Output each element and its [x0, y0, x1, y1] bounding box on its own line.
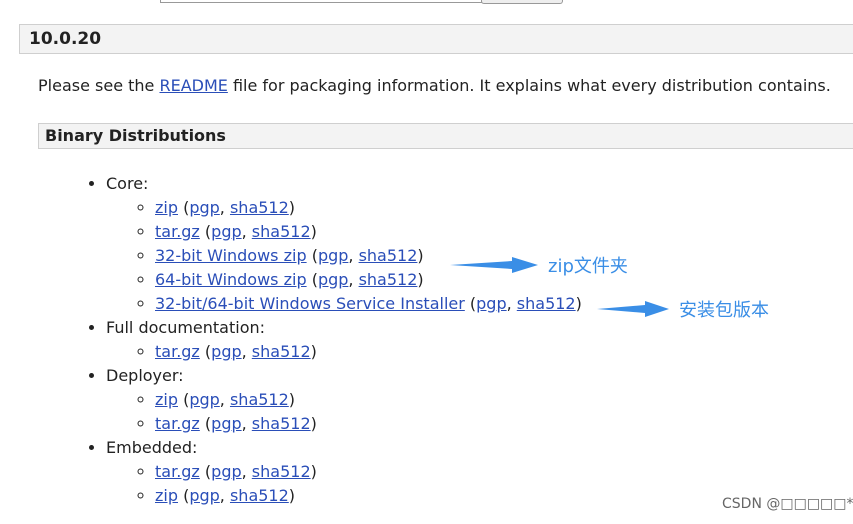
download-link[interactable]: 32-bit Windows zip: [155, 246, 307, 265]
download-link[interactable]: tar.gz: [155, 222, 200, 241]
pgp-link[interactable]: pgp: [211, 222, 242, 241]
list-item: 32-bit Windows zip (pgp, sha512): [155, 244, 582, 268]
pgp-link[interactable]: pgp: [317, 246, 349, 265]
version-title: 10.0.20: [29, 29, 102, 49]
search-button[interactable]: [481, 0, 563, 4]
list-item: zip (pgp, sha512): [155, 388, 582, 412]
annotation-installer: 安装包版本: [679, 300, 769, 321]
download-link[interactable]: tar.gz: [155, 414, 200, 433]
download-link[interactable]: 32-bit/64-bit Windows Service Installer: [155, 294, 465, 313]
section-header: Binary Distributions: [38, 123, 853, 149]
pgp-link[interactable]: pgp: [211, 462, 242, 481]
list-item: tar.gz (pgp, sha512): [155, 412, 582, 436]
sha512-link[interactable]: sha512: [251, 222, 311, 241]
distribution-list: Core: zip (pgp, sha512) tar.gz (pgp, sha…: [66, 172, 582, 508]
sha512-link[interactable]: sha512: [358, 270, 418, 289]
group-label: Full documentation:: [106, 318, 266, 337]
arrow-icon: [597, 301, 669, 317]
intro-after: file for packaging information. It expla…: [227, 76, 831, 95]
list-item: tar.gz (pgp, sha512): [155, 460, 582, 484]
pgp-link[interactable]: pgp: [189, 390, 220, 409]
sha512-link[interactable]: sha512: [251, 342, 311, 361]
arrow-icon: [450, 257, 538, 273]
search-input[interactable]: [160, 0, 482, 3]
download-link[interactable]: zip: [155, 486, 178, 505]
pgp-link[interactable]: pgp: [211, 342, 242, 361]
list-item: tar.gz (pgp, sha512): [155, 340, 582, 364]
annotation-zip: zip文件夹: [548, 256, 628, 277]
list-item: 64-bit Windows zip (pgp, sha512): [155, 268, 582, 292]
readme-link[interactable]: README: [159, 76, 228, 95]
group-embedded: Embedded: tar.gz (pgp, sha512) zip (pgp,…: [106, 436, 582, 508]
download-link[interactable]: zip: [155, 198, 178, 217]
pgp-link[interactable]: pgp: [189, 486, 220, 505]
group-label: Core:: [106, 174, 149, 193]
pgp-link[interactable]: pgp: [211, 414, 242, 433]
group-full-documentation: Full documentation: tar.gz (pgp, sha512): [106, 316, 582, 364]
sha512-link[interactable]: sha512: [358, 246, 418, 265]
list-item: tar.gz (pgp, sha512): [155, 220, 582, 244]
download-link[interactable]: tar.gz: [155, 462, 200, 481]
intro-text: Please see the README file for packaging…: [38, 76, 831, 95]
list-item: zip (pgp, sha512): [155, 484, 582, 508]
group-core: Core: zip (pgp, sha512) tar.gz (pgp, sha…: [106, 172, 582, 316]
download-link[interactable]: tar.gz: [155, 342, 200, 361]
group-deployer: Deployer: zip (pgp, sha512) tar.gz (pgp,…: [106, 364, 582, 436]
download-link[interactable]: 64-bit Windows zip: [155, 270, 307, 289]
watermark: CSDN @□□□□□*: [722, 496, 853, 512]
intro-before: Please see the: [38, 76, 160, 95]
sha512-link[interactable]: sha512: [229, 390, 289, 409]
arrow-shape: [597, 301, 669, 317]
pgp-link[interactable]: pgp: [476, 294, 507, 313]
arrow-shape: [450, 257, 538, 273]
group-label: Embedded:: [106, 438, 198, 457]
sha512-link[interactable]: sha512: [229, 198, 289, 217]
pgp-link[interactable]: pgp: [317, 270, 349, 289]
version-header: 10.0.20: [19, 24, 853, 54]
download-link[interactable]: zip: [155, 390, 178, 409]
list-item: 32-bit/64-bit Windows Service Installer …: [155, 292, 582, 316]
sha512-link[interactable]: sha512: [516, 294, 576, 313]
section-title: Binary Distributions: [45, 126, 226, 145]
sha512-link[interactable]: sha512: [229, 486, 289, 505]
pgp-link[interactable]: pgp: [189, 198, 220, 217]
list-item: zip (pgp, sha512): [155, 196, 582, 220]
sha512-link[interactable]: sha512: [251, 414, 311, 433]
sha512-link[interactable]: sha512: [251, 462, 311, 481]
group-label: Deployer:: [106, 366, 184, 385]
